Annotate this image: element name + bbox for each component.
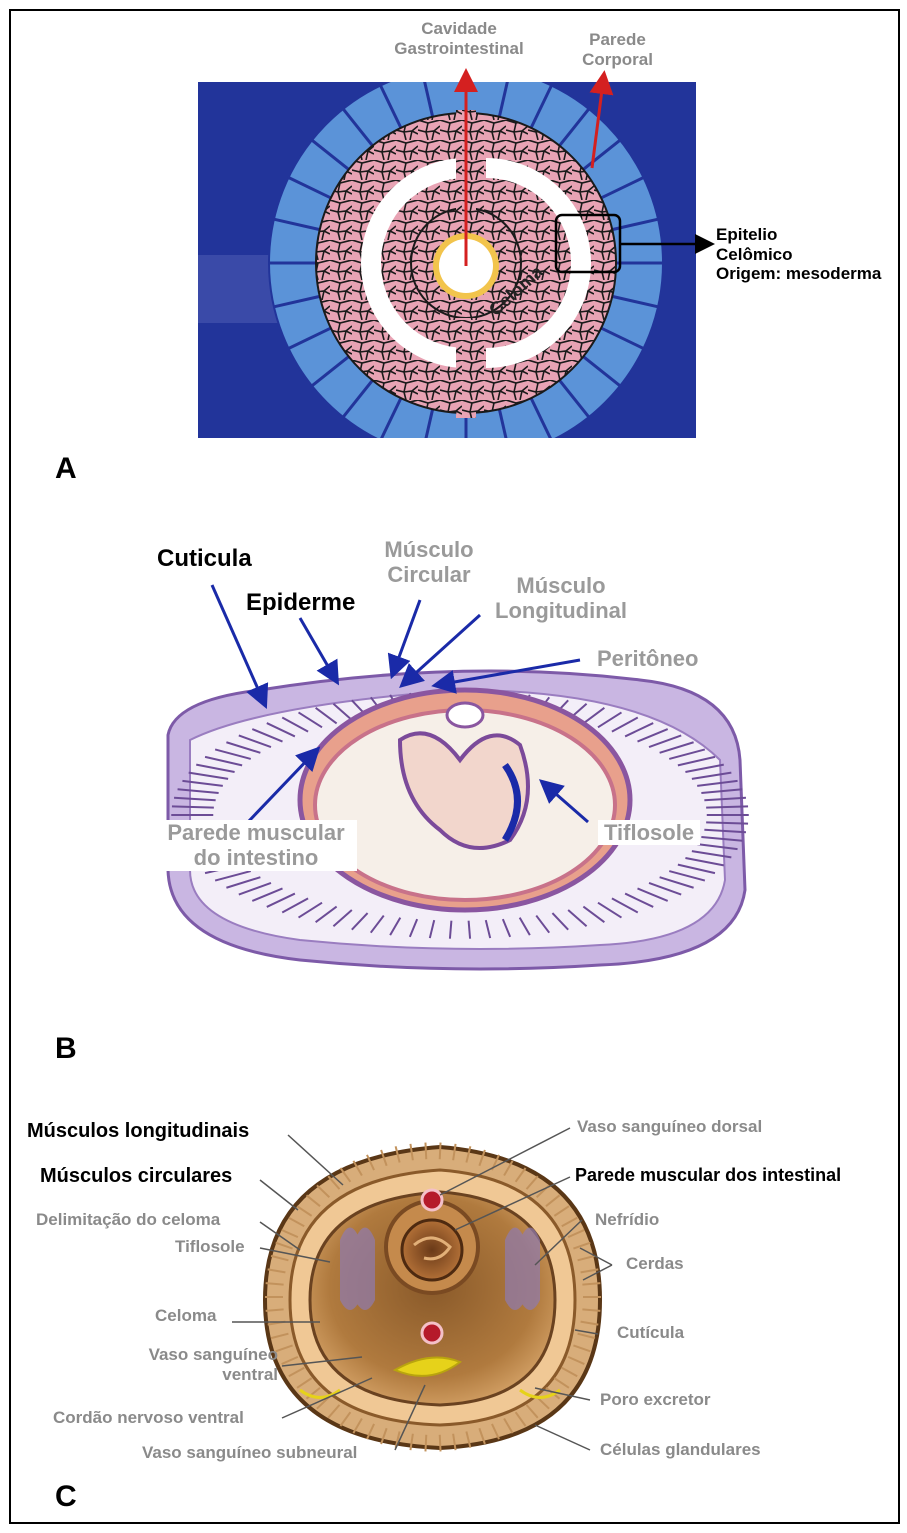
label-cavity-line2: Gastrointestinal [386, 39, 532, 59]
arrow-epiderme [300, 618, 333, 675]
label-parede-line1: Parede muscular [155, 820, 357, 845]
label-cerdas: Cerdas [626, 1254, 684, 1274]
label-musc-long: Músculo Longitudinal [486, 573, 636, 624]
label-epithelium: Epitelio Celômico Origem: mesoderma [716, 225, 881, 284]
label-vaso-subneural: Vaso sanguíneo subneural [142, 1443, 357, 1463]
label-vaso-dorsal: Vaso sanguíneo dorsal [577, 1117, 762, 1137]
label-musc-long-line2: Longitudinal [486, 598, 636, 623]
label-musc-circ: Músculo Circular [373, 537, 485, 588]
label-musc-circulares: Músculos circulares [40, 1165, 232, 1188]
label-poro: Poro excretor [600, 1390, 711, 1410]
label-wall-line2: Corporal [570, 50, 665, 70]
label-celulas: Células glandulares [600, 1440, 761, 1460]
label-musc-longitudinais: Músculos longitudinais [27, 1120, 249, 1143]
label-parede-intestinal: Parede muscular dos intestinal [575, 1165, 841, 1186]
label-wall: Parede Corporal [570, 30, 665, 69]
arrow-musc-circ [395, 600, 420, 668]
label-tiflosole-b: Tiflosole [598, 820, 700, 845]
panel-c-diagram [265, 1143, 601, 1452]
panel-letter-b: B [55, 1032, 77, 1066]
label-vaso-ventral: Vaso sanguíneo ventral [105, 1345, 278, 1384]
label-musc-circ-line2: Circular [373, 562, 485, 587]
label-musc-long-line1: Músculo [486, 573, 636, 598]
label-peritoneo: Peritôneo [597, 646, 698, 671]
label-wall-line1: Parede [570, 30, 665, 50]
label-epi-line1: Epitelio [716, 225, 881, 245]
label-vaso-ventral-line1: Vaso sanguíneo [105, 1345, 278, 1365]
label-epi-line2: Celômico [716, 245, 881, 265]
label-cordao: Cordão nervoso ventral [53, 1408, 244, 1428]
label-epiderme: Epiderme [246, 589, 355, 617]
label-cuticula-c: Cutícula [617, 1323, 684, 1343]
label-nefridio: Nefrídio [595, 1210, 659, 1230]
label-tiflosole-c: Tiflosole [175, 1237, 245, 1257]
label-vaso-ventral-line2: ventral [105, 1365, 278, 1385]
label-cavity: Cavidade Gastrointestinal [386, 19, 532, 58]
panel-letter-a: A [55, 452, 77, 486]
label-celoma-c: Celoma [155, 1306, 216, 1326]
panel-letter-c: C [55, 1480, 77, 1514]
label-parede-muscular: Parede muscular do intestino [155, 820, 357, 871]
label-cuticula: Cuticula [157, 545, 252, 573]
label-epi-line3: Origem: mesoderma [716, 264, 881, 284]
label-delimitacao: Delimitação do celoma [36, 1210, 220, 1230]
label-parede-line2: do intestino [155, 845, 357, 870]
label-cavity-line1: Cavidade [386, 19, 532, 39]
panel-a-diagram [198, 66, 696, 460]
label-musc-circ-line1: Músculo [373, 537, 485, 562]
